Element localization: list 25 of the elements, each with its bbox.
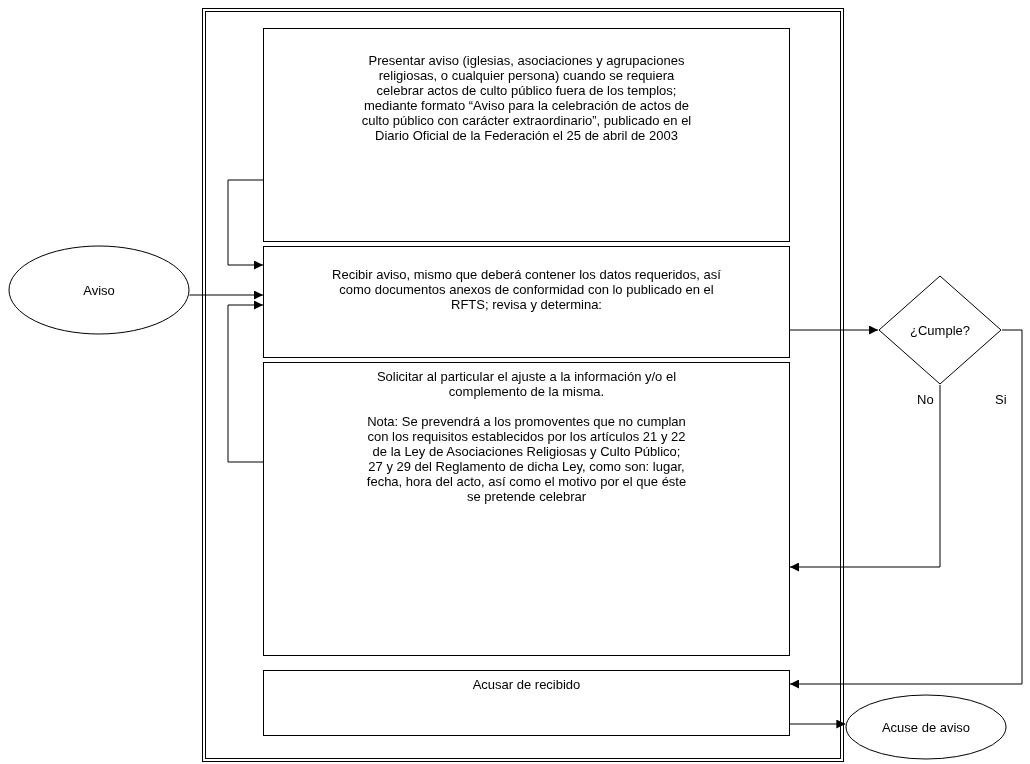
arrow [789,719,846,729]
process-box [263,362,790,656]
terminal-ellipse [8,245,190,335]
terminal-text: Aviso [83,282,115,298]
outer-frame [202,8,844,762]
arrow [789,384,941,572]
process-box [263,28,790,242]
arrow [227,300,264,463]
step-text: Presentar aviso (iglesias, asociaciones y agrupaciones religiosas, o cualquier persona) cuando se requiera celebrar actos de culto público fuera de los templos; mediante formato “Aviso para la celebración de actos de culto público con carácter extraordinario”, publicado en el Diario Oficial de la Federación el 25 de abril de 2003 [360,53,693,143]
step-text: Acusar de recibido [471,677,582,692]
arrow [789,329,1023,689]
terminal-ellipse [845,694,1007,760]
edge-label: Si [994,392,1008,407]
process-box [263,670,790,736]
terminal-text: Acuse de aviso [881,719,971,735]
arrow [789,325,879,335]
arrow [227,179,264,270]
decision-diamond [878,275,1002,385]
step-text: Nota: Se prevendrá a los promoventes que no cumplan con los requisitos establecidos por los artículos 21 y 22 de la Ley de Asociaciones Religiosas y Culto Público; 27 y 29 del Reglamento de dicha Ley, como son: lugar, fecha, hora del acto, así como el motivo por el que éste se pretende celebrar [365,414,688,504]
step-text: Recibir aviso, mismo que deberá contener los datos requeridos, así como documentos anexos de conformidad con lo publicado en el RFTS; revisa y determina: [331,267,722,312]
arrow [188,290,264,300]
step-text: Solicitar al particular el ajuste a la información y/o el complemento de la misma. [375,369,678,399]
decision-text: ¿Cumple? [910,322,970,338]
edge-label: No [916,392,935,407]
process-box [263,246,790,358]
